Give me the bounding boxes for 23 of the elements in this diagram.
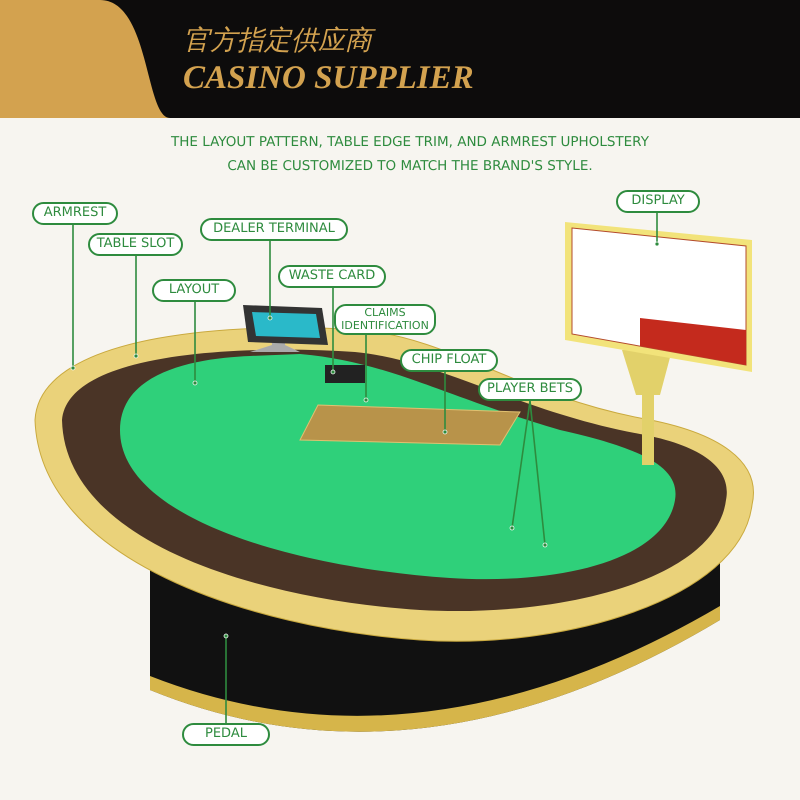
leader-line bbox=[330, 288, 336, 374]
leader-line bbox=[364, 335, 368, 402]
leader-line bbox=[529, 400, 548, 548]
callout-label: WASTE CARD bbox=[278, 265, 386, 288]
callout-label: CLAIMS IDENTIFICATION bbox=[334, 304, 436, 335]
leader-line bbox=[654, 213, 660, 246]
callout-label: DEALER TERMINAL bbox=[200, 218, 348, 241]
note-text: THE LAYOUT PATTERN, TABLE EDGE TRIM, AND ARMREST UPHOLSTERY CAN BE CUSTOMIZED TO MATCH THE BRAND'S STYLE. bbox=[170, 133, 650, 176]
callout-label: LAYOUT bbox=[152, 279, 236, 302]
leader-line bbox=[134, 256, 138, 358]
callout-label: CHIP FLOAT bbox=[400, 349, 498, 372]
callout-label: PEDAL bbox=[182, 723, 270, 746]
callout-label: PLAYER BETS bbox=[478, 378, 582, 401]
callout-label: DISPLAY bbox=[616, 190, 700, 213]
callout-label: ARMREST bbox=[32, 202, 118, 225]
leader-line bbox=[224, 634, 228, 723]
leader-line bbox=[442, 372, 448, 434]
callout-label: TABLE SLOT bbox=[88, 233, 183, 256]
leader-line bbox=[70, 225, 76, 370]
leader-line bbox=[510, 400, 531, 530]
header-title: CASINO SUPPLIER bbox=[183, 60, 474, 97]
leader-line bbox=[268, 241, 272, 320]
leader-line bbox=[192, 302, 198, 386]
